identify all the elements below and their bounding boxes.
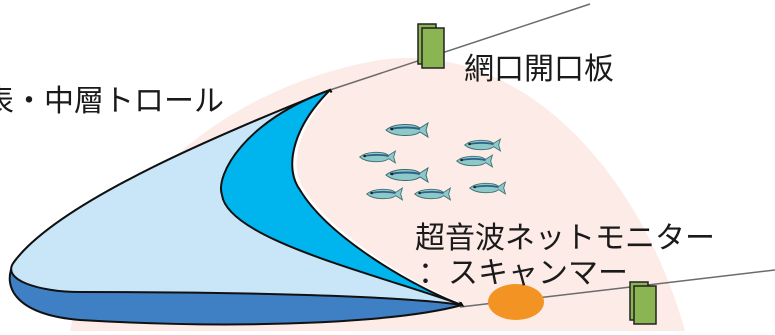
warp-line-upper [329,3,591,91]
otter-board-icon [629,281,657,325]
scanmar-sensor-icon [488,284,544,320]
sonar-label-line2: ：スキャンマー [418,256,628,291]
otter-board-icon [417,23,445,69]
otter-board-label: 網口開口板 [464,52,614,87]
trawl-label: 表・中層トロール [0,84,224,119]
sonar-label-line1: 超音波ネットモニター [415,221,715,256]
